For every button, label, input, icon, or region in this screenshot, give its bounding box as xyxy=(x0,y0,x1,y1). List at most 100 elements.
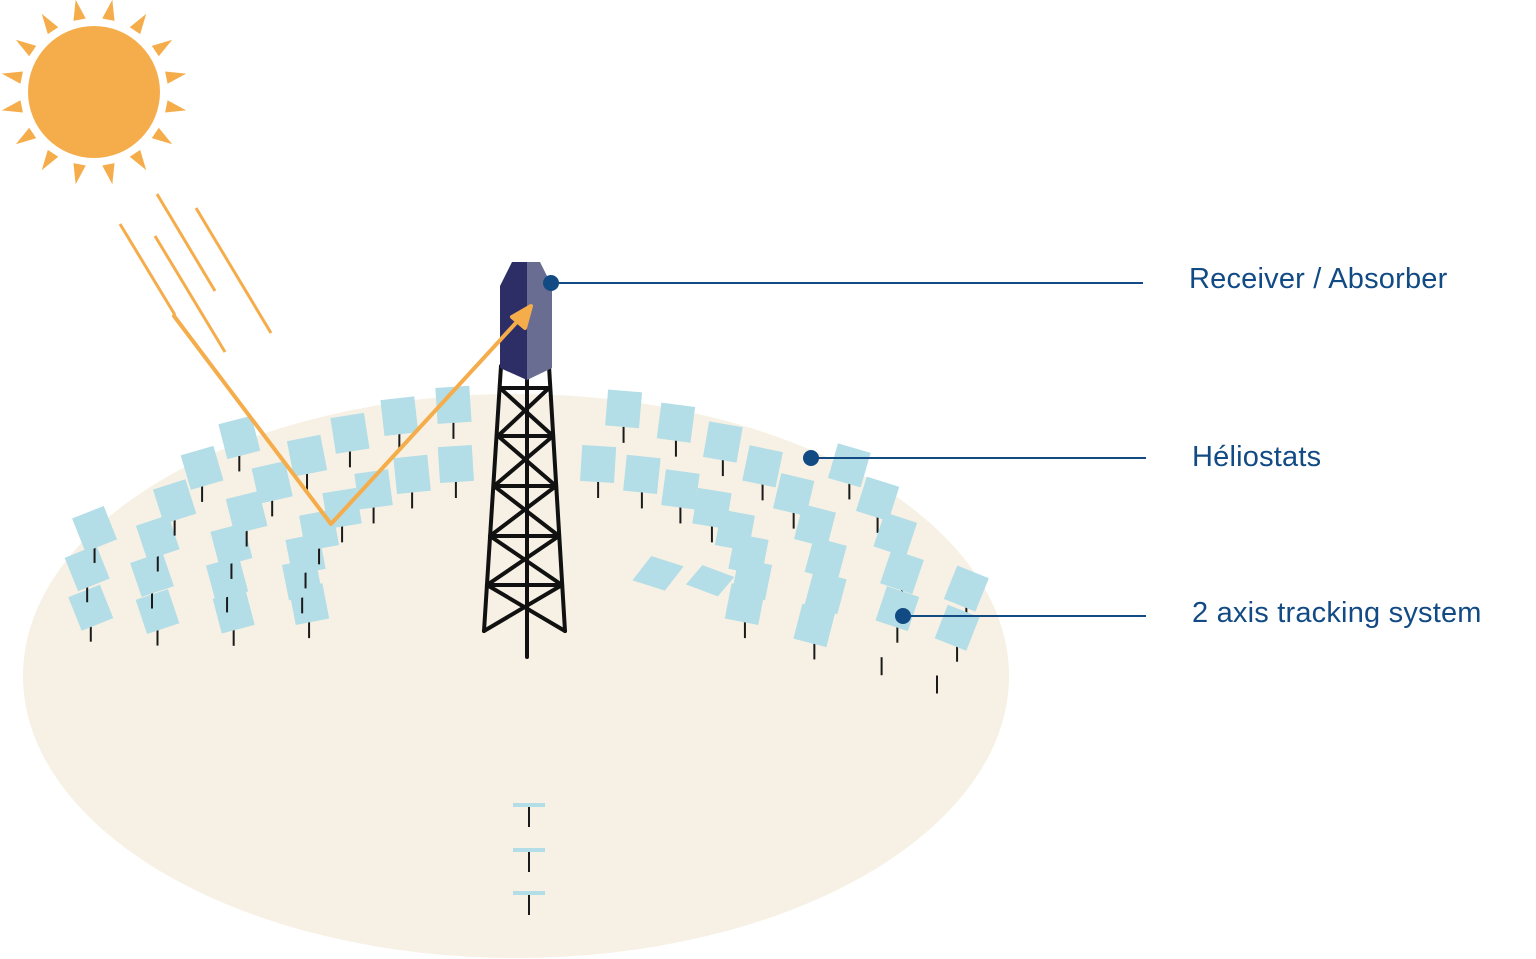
heliostat-mirror xyxy=(513,848,545,852)
heliostat xyxy=(251,461,293,517)
sun-ray-spike xyxy=(165,71,187,84)
heliostat-mirror xyxy=(72,505,117,552)
heliostat xyxy=(855,476,900,533)
heliostat xyxy=(661,469,700,524)
heliostat xyxy=(212,590,255,646)
heliostat-mirror xyxy=(855,476,900,522)
heliostat xyxy=(580,444,617,498)
receiver-label: Receiver / Absorber xyxy=(1189,263,1448,295)
sun-ray-spike xyxy=(41,149,59,171)
heliostat-mirror xyxy=(437,444,474,484)
heliostat xyxy=(632,555,883,676)
tracking-marker-dot xyxy=(895,608,911,624)
sun-ray-spike xyxy=(1,100,23,113)
heliostat xyxy=(225,490,268,547)
heliostat-mirror xyxy=(135,515,180,560)
sun-ray-spike xyxy=(129,13,147,35)
heliostat-mirror xyxy=(880,549,924,595)
heliostat-mirror xyxy=(210,523,253,567)
receiver-icon xyxy=(500,262,552,380)
sun-ray-spike xyxy=(73,163,86,185)
sun-ray-spike xyxy=(129,149,147,171)
sun-ray-spike xyxy=(15,127,37,145)
heliostat-mirror xyxy=(205,556,249,601)
heliostat xyxy=(152,479,197,536)
heliostat xyxy=(393,454,431,509)
heliostat xyxy=(513,848,545,872)
sun-ray-spike xyxy=(102,163,115,185)
heliostat-mirror xyxy=(703,421,743,463)
heliostat xyxy=(513,891,545,915)
heliostat-field xyxy=(23,394,1009,958)
sun-ray xyxy=(153,235,227,353)
heliostat-mirror xyxy=(212,590,255,634)
heliostat-mirror xyxy=(322,487,362,529)
heliostat-mirror xyxy=(793,603,836,648)
heliostat-mirror xyxy=(68,584,114,631)
heliostat-mirror xyxy=(393,454,431,495)
heliostat-mirror xyxy=(828,443,871,488)
sun-ray-spike xyxy=(165,100,187,113)
sun-ray xyxy=(194,207,273,334)
heliostat-mirror xyxy=(251,461,293,504)
heliostat-mirror xyxy=(435,385,472,424)
heliostat xyxy=(513,803,545,827)
heliostat xyxy=(685,565,939,694)
heliostat-mirror xyxy=(380,396,419,436)
heliostat xyxy=(210,523,253,579)
heliostats-marker-dot xyxy=(803,450,819,466)
heliostat xyxy=(286,434,328,490)
heliostat xyxy=(64,545,110,603)
heliostat xyxy=(135,515,180,572)
sun-icon xyxy=(1,0,187,185)
sun-ray-spike xyxy=(41,13,59,35)
heliostat-mirror xyxy=(873,512,918,558)
heliostat xyxy=(437,444,474,498)
sunlight-rays xyxy=(118,193,273,353)
heliostat-mirror xyxy=(605,389,643,429)
heliostat xyxy=(656,402,696,457)
heliostat-mirror xyxy=(804,570,847,615)
heliostat-mirror xyxy=(685,565,735,597)
sun-ray-spike xyxy=(151,39,173,57)
tower-icon xyxy=(482,364,567,659)
heliostat-mirror xyxy=(513,803,545,807)
heliostat-mirror xyxy=(623,454,661,495)
heliostat-mirror xyxy=(943,565,989,612)
heliostats-label: Héliostats xyxy=(1192,441,1322,473)
heliostat-mirror xyxy=(218,415,261,460)
sun-ray-spike xyxy=(73,0,86,21)
heliostat-mirror xyxy=(804,537,847,581)
heliostat-mirror xyxy=(180,445,224,490)
heliostat-mirror xyxy=(354,469,393,510)
heliostat-mirror xyxy=(724,583,766,625)
heliostat-mirror xyxy=(330,412,370,454)
heliostat xyxy=(72,505,117,563)
heliostat-mirror xyxy=(661,469,700,510)
heliostat-mirror xyxy=(632,555,684,591)
sun-disc xyxy=(28,26,160,158)
receiver-marker-dot xyxy=(543,275,559,291)
heliostat-mirror xyxy=(656,402,696,443)
heliostat-mirror xyxy=(135,589,180,635)
tracking-system-label: 2 axis tracking system xyxy=(1192,597,1482,629)
heliostat-mirror xyxy=(580,444,617,484)
heliostat-mirror xyxy=(794,504,836,548)
heliostat xyxy=(703,421,743,477)
sun-ray-spike xyxy=(15,39,37,57)
heliostat xyxy=(180,445,224,502)
heliostat xyxy=(435,385,472,439)
heliostat xyxy=(130,552,174,609)
heliostat-mirror xyxy=(152,479,197,524)
heliostat xyxy=(605,389,643,443)
heliostat xyxy=(354,469,393,524)
heliostat xyxy=(793,603,836,660)
heliostat-mirror xyxy=(742,445,783,488)
sun-ray-spike xyxy=(1,71,23,84)
heliostat-mirror xyxy=(513,891,545,895)
sun-ray-spike xyxy=(102,0,115,21)
reflected-beam xyxy=(172,304,533,526)
heliostat xyxy=(623,454,661,509)
heliostat xyxy=(330,412,370,468)
